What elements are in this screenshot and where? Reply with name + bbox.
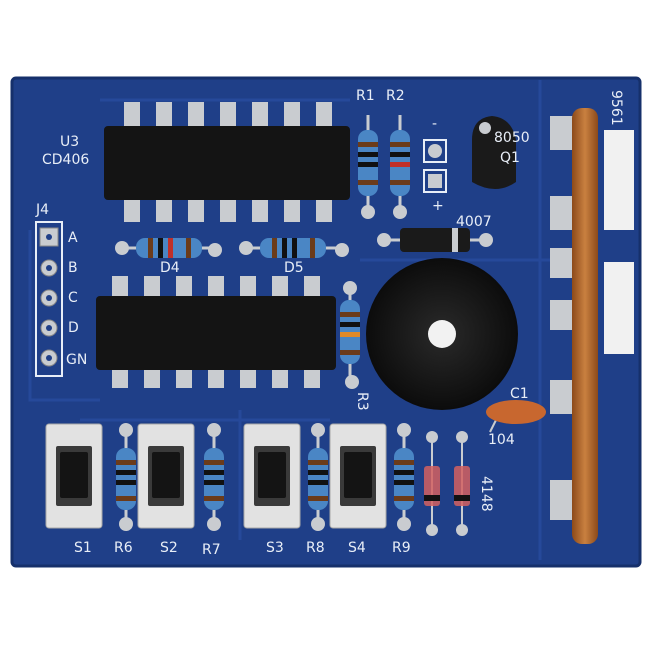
label-pin-b: B bbox=[68, 260, 78, 276]
label-s4: S4 bbox=[348, 540, 366, 556]
ic-u3-pins-top bbox=[124, 102, 332, 132]
buzzer bbox=[366, 258, 518, 410]
label-r8: R8 bbox=[306, 540, 325, 556]
label-s1: S1 bbox=[74, 540, 92, 556]
resistor-r9 bbox=[394, 423, 414, 531]
header-j4 bbox=[35, 221, 63, 377]
component-d5 bbox=[239, 238, 349, 258]
resistor-r7 bbox=[204, 423, 224, 531]
label-c1-value: 104 bbox=[488, 432, 515, 448]
ic-lower bbox=[96, 276, 336, 388]
label-u3: U3 bbox=[60, 134, 79, 150]
ic-u3 bbox=[104, 102, 350, 222]
label-s2: S2 bbox=[160, 540, 178, 556]
traces bbox=[28, 80, 560, 560]
rf-rail bbox=[572, 108, 598, 544]
label-r7: R7 bbox=[202, 542, 221, 558]
ic-u3-body bbox=[104, 126, 350, 200]
label-pin-d: D bbox=[68, 320, 79, 336]
component-d4 bbox=[115, 238, 222, 258]
rf-module bbox=[550, 108, 634, 544]
label-r9: R9 bbox=[392, 540, 411, 556]
ic-lower-body bbox=[96, 296, 336, 370]
label-d4: D4 bbox=[160, 260, 180, 276]
label-r3: R3 bbox=[354, 392, 370, 411]
label-j4: J4 bbox=[35, 202, 49, 218]
label-module: 9561 bbox=[608, 90, 624, 126]
switch-s1 bbox=[45, 423, 103, 529]
resistor-r8 bbox=[308, 423, 328, 531]
label-d5: D5 bbox=[284, 260, 304, 276]
power-pads bbox=[423, 139, 447, 193]
label-pin-a: A bbox=[68, 230, 78, 246]
label-r6: R6 bbox=[114, 540, 133, 556]
label-s3: S3 bbox=[266, 540, 284, 556]
resistor-r6 bbox=[116, 423, 136, 531]
switch-s4 bbox=[329, 423, 387, 529]
label-r2: R2 bbox=[386, 88, 405, 104]
label-u3-value: CD406 bbox=[42, 152, 89, 168]
label-minus: - bbox=[432, 116, 437, 132]
resistor-r2 bbox=[390, 115, 410, 219]
label-pin-c: C bbox=[68, 290, 78, 306]
label-plus: + bbox=[432, 198, 444, 214]
label-pin-gn: GN bbox=[66, 352, 87, 368]
capacitor-c1 bbox=[486, 400, 546, 433]
transistor-q1 bbox=[472, 116, 516, 189]
diode-4007 bbox=[377, 228, 493, 252]
switch-s3 bbox=[243, 423, 301, 529]
label-r1: R1 bbox=[356, 88, 375, 104]
label-4148: 4148 bbox=[478, 476, 494, 512]
diode-pair-4148 bbox=[424, 431, 470, 536]
resistor-r1 bbox=[358, 115, 378, 219]
label-q1: Q1 bbox=[500, 150, 520, 166]
label-q1-value: 8050 bbox=[494, 130, 530, 146]
resistor-r3 bbox=[340, 281, 360, 389]
silkscreen-labels: U3 CD406 J4 A B C D GN R1 R2 D4 D5 R3 - … bbox=[35, 88, 624, 558]
switch-s2 bbox=[137, 423, 195, 529]
label-c1: C1 bbox=[510, 386, 529, 402]
label-4007: 4007 bbox=[456, 214, 492, 230]
